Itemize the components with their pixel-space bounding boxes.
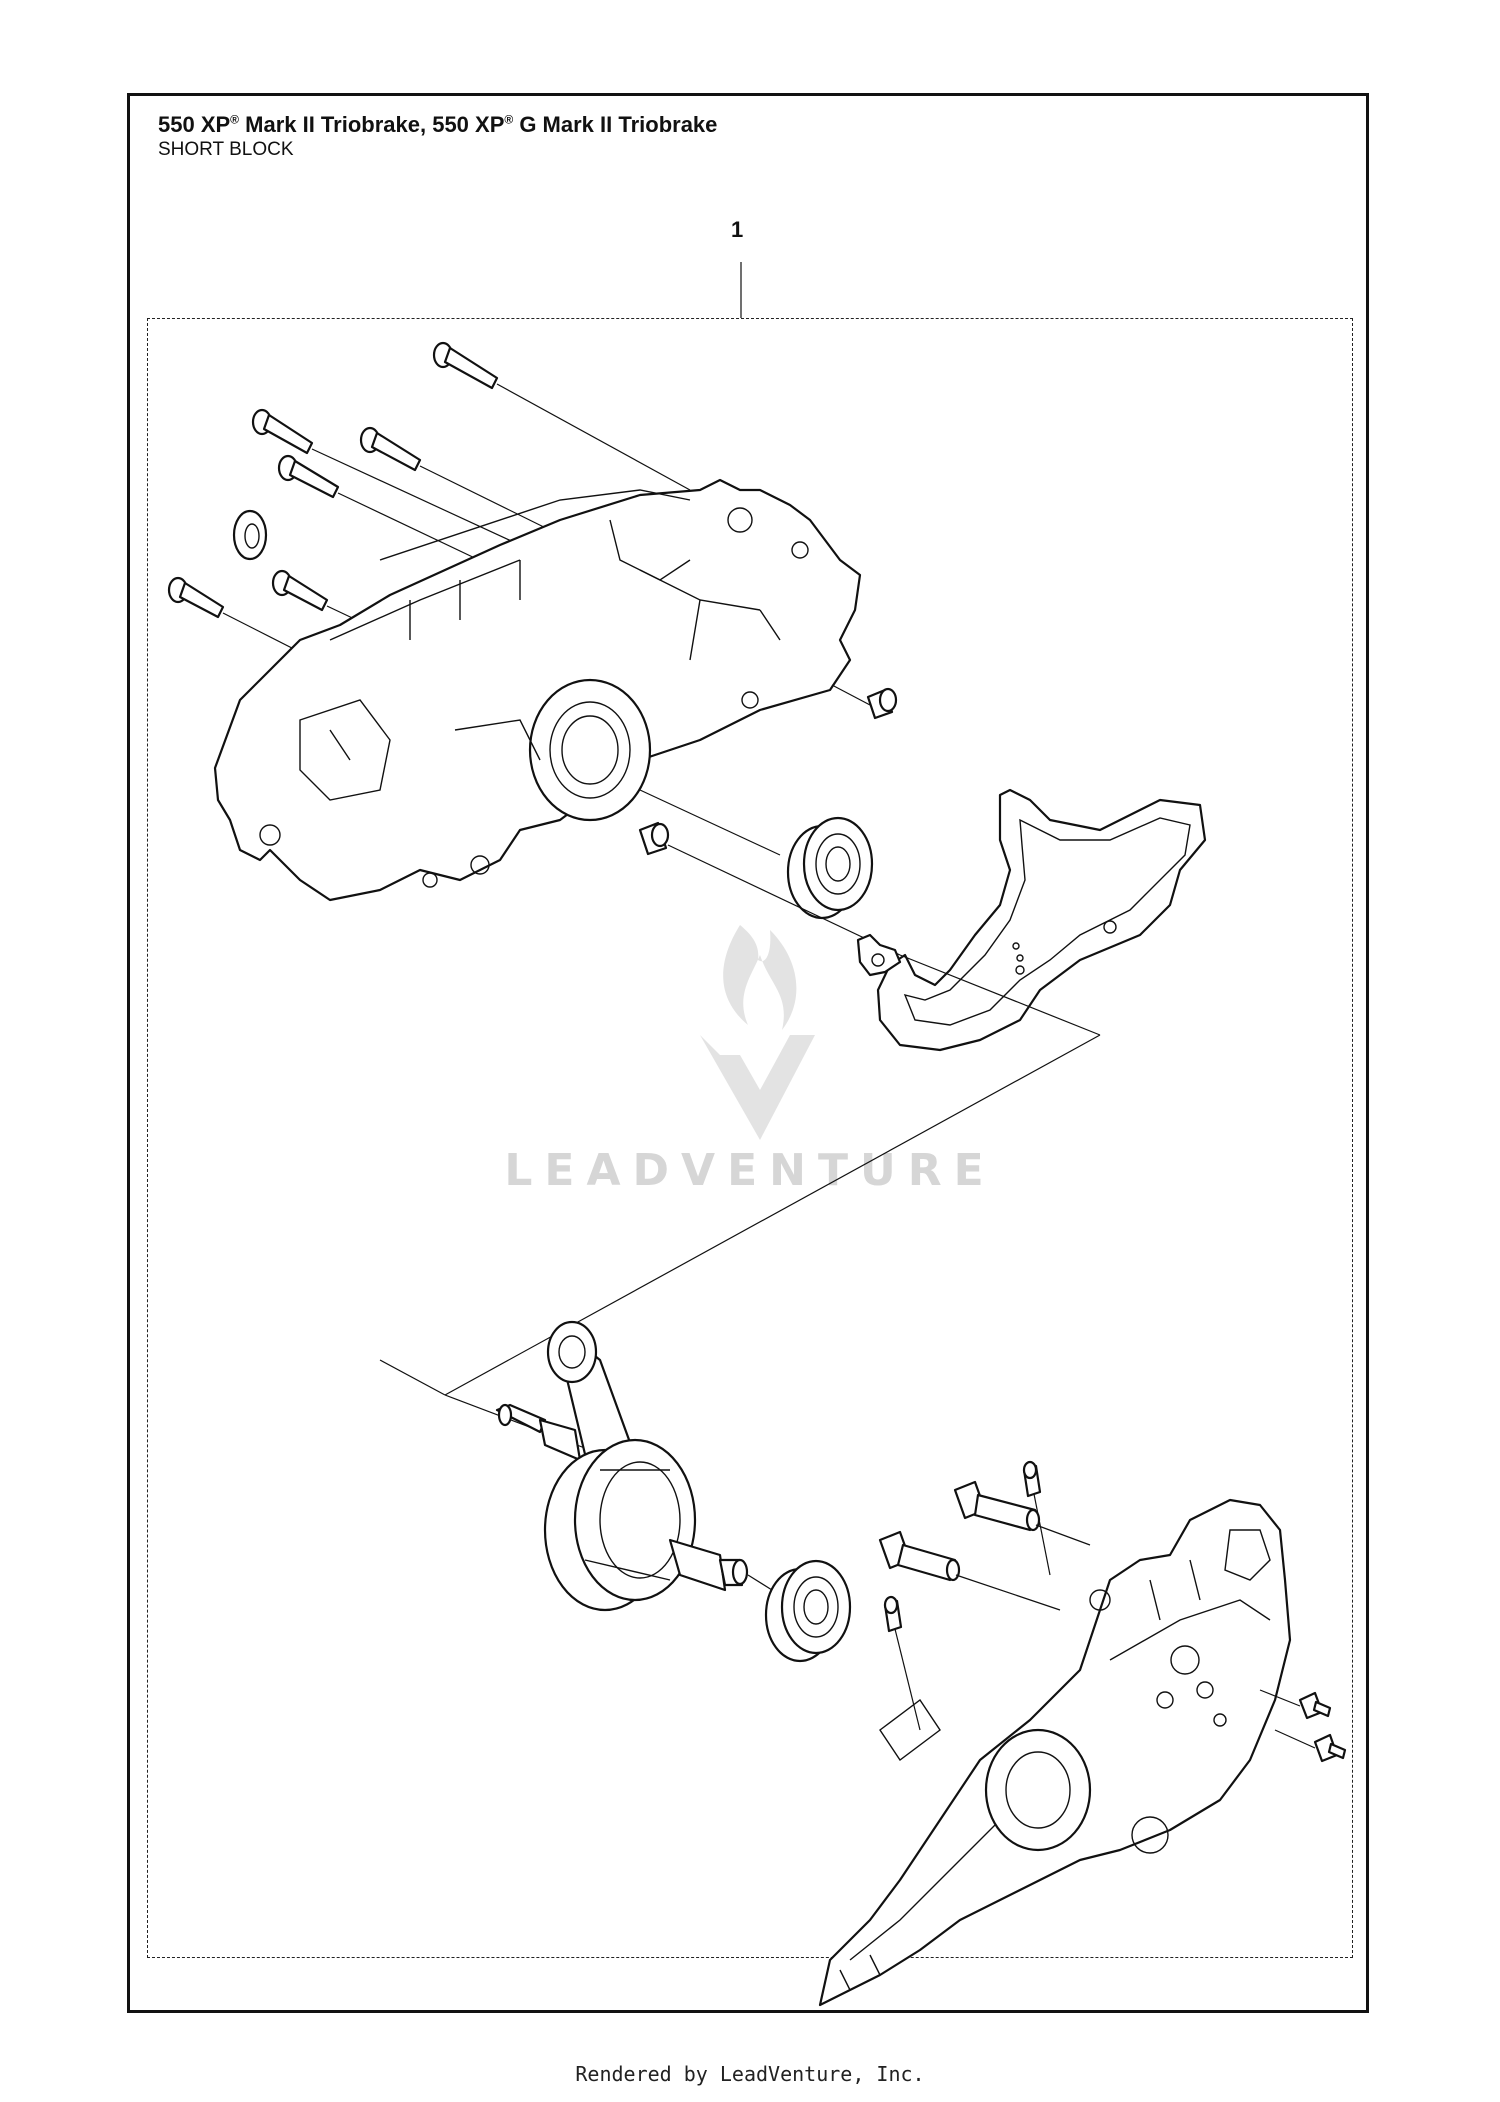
bolt-1 bbox=[432, 341, 499, 390]
seal-plate bbox=[856, 933, 902, 977]
diagram-frame bbox=[127, 93, 1369, 2013]
bolt-2 bbox=[251, 408, 314, 455]
dowel-pin-upper-center bbox=[638, 821, 670, 856]
bolt-3 bbox=[359, 426, 422, 472]
footer-credit: Rendered by LeadVenture, Inc. bbox=[575, 2062, 925, 2086]
crankcase-gasket bbox=[876, 788, 1207, 1052]
diagram-subtitle: SHORT BLOCK bbox=[158, 139, 294, 160]
lower-bearing-boss bbox=[984, 1728, 1092, 1852]
bolt-5 bbox=[167, 576, 225, 619]
diagram-title: 550 XP® Mark II Triobrake, 550 XP® G Mar… bbox=[158, 112, 718, 137]
ball-bearing-upper bbox=[786, 816, 874, 920]
bar-bolt-lower bbox=[878, 1530, 961, 1582]
bolt-6 bbox=[271, 569, 329, 612]
crankcase-half-upper bbox=[213, 478, 862, 902]
dowel-pin-lower-top bbox=[1022, 1460, 1042, 1498]
crankcase-half-lower bbox=[818, 1498, 1292, 2007]
watermark-text: LEADVENTURE bbox=[504, 1145, 996, 1196]
upper-bearing-boss bbox=[528, 678, 652, 822]
crankshaft-with-connecting-rod bbox=[495, 1320, 749, 1612]
callout-number-1[interactable]: 1 bbox=[731, 217, 744, 242]
bolt-group-upper bbox=[167, 341, 499, 619]
dowel-pin-lower-left bbox=[883, 1595, 903, 1633]
kit-boundary-box bbox=[147, 318, 1353, 1958]
watermark-logo bbox=[700, 925, 815, 1140]
bar-bolt-upper bbox=[953, 1480, 1041, 1532]
bolt-4 bbox=[277, 454, 340, 499]
ball-bearing-lower bbox=[764, 1559, 852, 1663]
screw-right-lower bbox=[1313, 1733, 1347, 1763]
washer bbox=[232, 509, 268, 561]
screw-right-upper bbox=[1298, 1691, 1332, 1720]
dowel-pin-upper-right bbox=[866, 687, 898, 720]
